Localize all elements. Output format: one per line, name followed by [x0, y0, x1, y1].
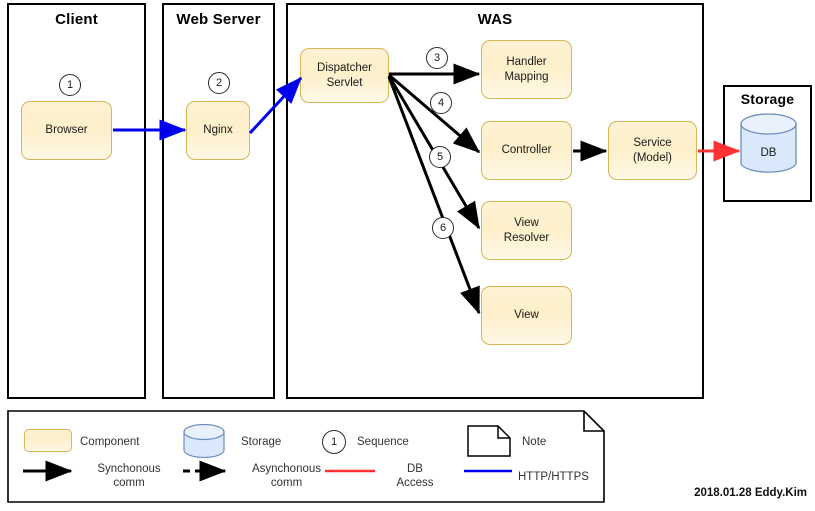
- legend-panel: Component Storage 1 Sequence Note: [7, 410, 605, 503]
- legend-sequence-icon-text: 1: [330, 436, 338, 448]
- legend-sequence-label: Sequence: [357, 436, 409, 448]
- component-dispatcher-servlet[interactable]: Dispatcher Servlet: [300, 48, 389, 103]
- sequence-marker-1-label: 1: [66, 79, 74, 91]
- tier-web-server-title: Web Server: [176, 11, 261, 28]
- component-view-resolver[interactable]: View Resolver: [481, 201, 572, 260]
- sequence-marker-5-label: 5: [436, 151, 444, 163]
- tier-client-title: Client: [55, 11, 98, 28]
- tier-client: Client: [7, 3, 146, 399]
- legend-component-icon: [24, 429, 72, 452]
- cylinder-icon: [740, 113, 797, 173]
- storage-db-cylinder[interactable]: DB: [740, 113, 797, 175]
- component-service-model[interactable]: Service (Model): [608, 121, 697, 180]
- sequence-marker-4: 4: [430, 92, 452, 114]
- legend-note-label: Note: [522, 436, 547, 448]
- sequence-marker-2: 2: [208, 72, 230, 94]
- component-view-resolver-label: View Resolver: [503, 217, 550, 244]
- storage-db-label: DB: [760, 147, 777, 159]
- legend-storage-label: Storage: [241, 436, 282, 448]
- component-handler-mapping-label: Handler Mapping: [504, 56, 549, 83]
- sequence-marker-4-label: 4: [437, 97, 445, 109]
- component-nginx[interactable]: Nginx: [186, 101, 250, 160]
- component-view[interactable]: View: [481, 286, 572, 345]
- sequence-marker-6-label: 6: [439, 222, 447, 234]
- sequence-marker-1: 1: [59, 74, 81, 96]
- legend-async-label: Asynchonous comm: [251, 463, 322, 490]
- legend-note-outline: [7, 410, 605, 503]
- component-browser[interactable]: Browser: [21, 101, 112, 160]
- sequence-marker-2-label: 2: [215, 77, 223, 89]
- legend-http-label: HTTP/HTTPS: [518, 471, 589, 483]
- component-handler-mapping[interactable]: Handler Mapping: [481, 40, 572, 99]
- component-controller[interactable]: Controller: [481, 121, 572, 180]
- component-nginx-label: Nginx: [203, 124, 233, 137]
- component-controller-label: Controller: [501, 144, 552, 157]
- legend-db-access-label: DB Access: [396, 463, 434, 490]
- component-service-model-label: Service (Model): [633, 137, 672, 164]
- legend-component-label: Component: [80, 436, 140, 448]
- legend-sync-label: Synchonous comm: [97, 463, 161, 490]
- legend-note-icon: [467, 425, 511, 457]
- sequence-marker-3-label: 3: [433, 52, 441, 64]
- tier-web-server: Web Server: [162, 3, 275, 399]
- sequence-marker-6: 6: [432, 217, 454, 239]
- tier-storage-title: Storage: [740, 91, 795, 107]
- author-date-credit: 2018.01.28 Eddy.Kim: [694, 487, 807, 499]
- tier-was-title: WAS: [477, 11, 513, 28]
- component-view-label: View: [514, 309, 539, 322]
- component-dispatcher-servlet-label: Dispatcher Servlet: [317, 62, 372, 89]
- legend-sequence-icon: 1: [322, 430, 346, 454]
- component-browser-label: Browser: [45, 124, 88, 137]
- legend-storage-icon: [183, 424, 225, 458]
- sequence-marker-3: 3: [426, 47, 448, 69]
- sequence-marker-5: 5: [429, 146, 451, 168]
